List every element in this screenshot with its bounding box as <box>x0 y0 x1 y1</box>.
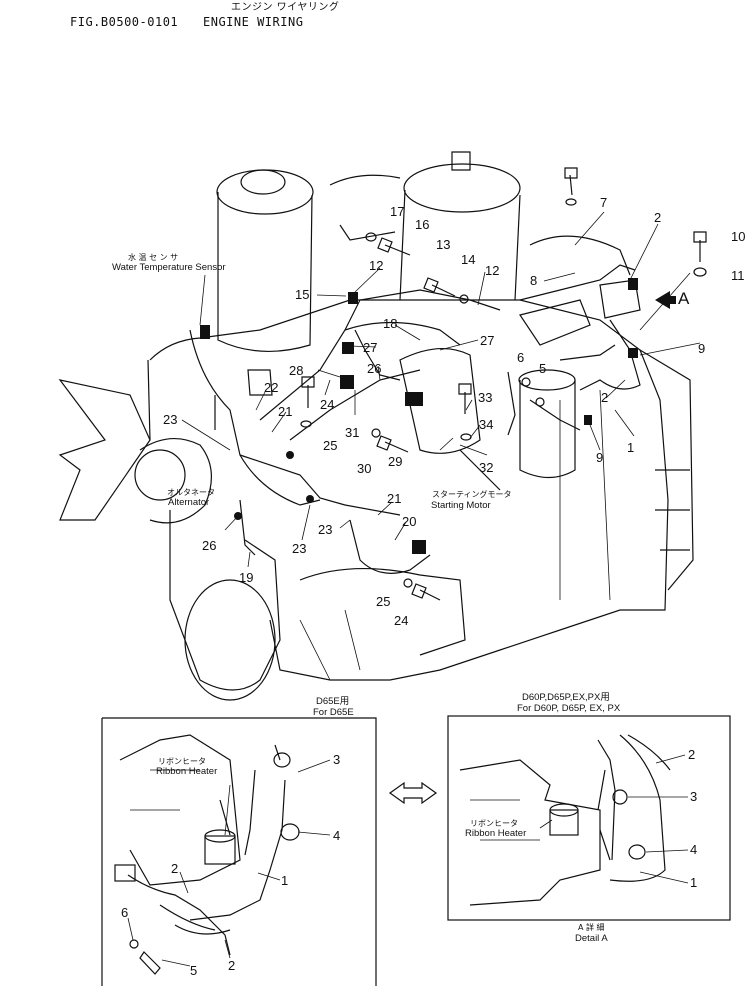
inset-callout-3: 3 <box>333 752 340 767</box>
leader-lines <box>181 211 701 568</box>
callout-26a: 26 <box>367 361 381 376</box>
starting-motor-label: Starting Motor <box>431 500 491 511</box>
d65e-jp: D65E用 <box>316 696 349 707</box>
wiring-harness <box>189 235 641 574</box>
alternator-label: Alternator <box>168 497 209 508</box>
engine-block <box>58 151 694 701</box>
callout-23b: 23 <box>292 541 306 556</box>
callout-2a: 2 <box>654 210 661 225</box>
starting-motor-jp: スターティングモータ <box>432 489 512 499</box>
callout-17: 17 <box>390 204 404 219</box>
callout-21a: 21 <box>278 404 292 419</box>
callout-20: 20 <box>402 514 416 529</box>
callout-numbers: 1 2 2 5 6 7 8 9 9 10 11 12 12 13 14 15 1… <box>163 195 745 628</box>
callout-25a: 25 <box>323 438 337 453</box>
callout-31: 31 <box>345 425 359 440</box>
ribbon-heater-label: Ribbon Heater <box>156 766 217 777</box>
callout-32: 32 <box>479 460 493 475</box>
callout-28: 28 <box>289 363 303 378</box>
figure-code: FIG.B0500-0101 <box>70 15 179 29</box>
arrow-a-icon <box>655 291 676 309</box>
inset-callout-2a: 2 <box>171 861 178 876</box>
inset-detail-a <box>447 715 731 921</box>
double-arrow-icon <box>388 781 438 805</box>
detail-a-callouts: 2 3 4 1 <box>688 747 697 890</box>
callout-29: 29 <box>388 454 402 469</box>
others-label: For D60P, D65P, EX, PX <box>517 703 621 714</box>
fasteners <box>247 167 707 601</box>
water-temp-sensor-jp: 水 温 セ ン サ <box>128 252 178 262</box>
others-jp: D60P,D65P,EX,PX用 <box>522 692 610 703</box>
callout-26b: 26 <box>202 538 216 553</box>
detail-callout-3: 3 <box>690 789 697 804</box>
inset-callout-4: 4 <box>333 828 340 843</box>
callout-12b: 12 <box>485 263 499 278</box>
d65e-label: For D65E <box>313 707 354 718</box>
callout-8: 8 <box>530 273 537 288</box>
detail-callout-2: 2 <box>688 747 695 762</box>
callout-14: 14 <box>461 252 475 267</box>
callout-16: 16 <box>415 217 429 232</box>
callout-10: 10 <box>731 229 745 244</box>
inset-callout-6: 6 <box>121 905 128 920</box>
inset-d65e-callouts: 3 4 1 2 2 6 5 <box>121 752 340 978</box>
callout-5: 5 <box>539 361 546 376</box>
callout-15: 15 <box>295 287 309 302</box>
arrow-a-label: A <box>678 289 690 308</box>
callout-25b: 25 <box>376 594 390 609</box>
callout-9b: 9 <box>596 450 603 465</box>
callout-24a: 24 <box>320 397 334 412</box>
callout-30: 30 <box>357 461 371 476</box>
callout-6: 6 <box>517 350 524 365</box>
callout-34: 34 <box>479 417 493 432</box>
ribbon-heater-jp: リボンヒータ <box>158 757 206 766</box>
callout-21b: 21 <box>387 491 401 506</box>
inset-callout-1: 1 <box>281 873 288 888</box>
callout-18: 18 <box>383 316 397 331</box>
detail-callout-4: 4 <box>690 842 697 857</box>
callout-23a: 23 <box>163 412 177 427</box>
callout-9a: 9 <box>698 341 705 356</box>
callout-24b: 24 <box>394 613 408 628</box>
detail-a-label: Detail A <box>575 933 608 944</box>
ribbon-heater-2-label: Ribbon Heater <box>465 828 526 839</box>
detail-callout-1: 1 <box>690 875 697 890</box>
callout-2b: 2 <box>601 390 608 405</box>
detail-a-jp: A 詳 細 <box>578 922 605 932</box>
callout-11: 11 <box>731 268 745 283</box>
figure-title: ENGINE WIRING <box>203 15 304 29</box>
inset-callout-2b: 2 <box>228 958 235 973</box>
inset-d65e <box>101 717 377 986</box>
alternator-jp: オルタネータ <box>167 488 215 497</box>
callout-22: 22 <box>264 380 278 395</box>
callout-33: 33 <box>478 390 492 405</box>
inset-callout-5: 5 <box>190 963 197 978</box>
ribbon-heater-2-jp: リボンヒータ <box>470 819 518 828</box>
header-jp-title: エンジン ワイヤリング <box>231 2 340 13</box>
callout-27b: 27 <box>480 333 494 348</box>
callout-12a: 12 <box>369 258 383 273</box>
callout-13: 13 <box>436 237 450 252</box>
callout-23c: 23 <box>318 522 332 537</box>
callout-19: 19 <box>239 570 253 585</box>
callout-1: 1 <box>627 440 634 455</box>
callout-7: 7 <box>600 195 607 210</box>
callout-27a: 27 <box>363 340 377 355</box>
water-temp-sensor-label: Water Temperature Sensor <box>112 262 226 273</box>
